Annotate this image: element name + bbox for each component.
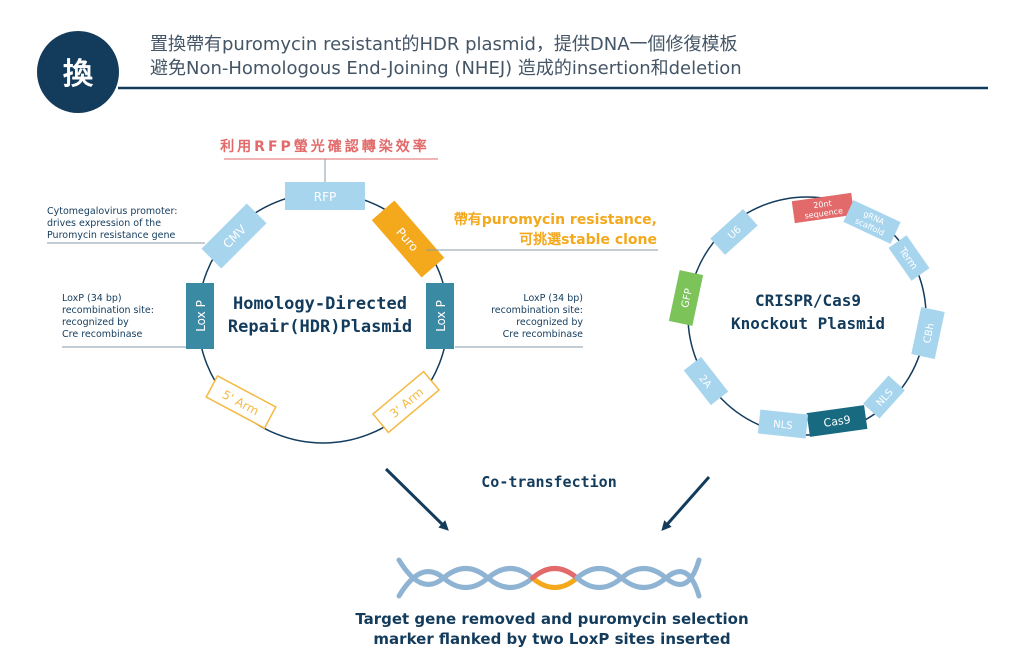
hdr-segment-5arm: 5' Arm	[205, 374, 277, 430]
loxp-right-note-line3: recognized by	[516, 317, 583, 328]
hdr-title-line2: Repair(HDR)Plasmid	[228, 317, 412, 337]
hdr-segment-loxp-right: Lox P	[426, 283, 454, 349]
crispr-segment-cas9: Cas9	[806, 405, 868, 437]
crispr-title-line1: CRISPR/Cas9	[755, 291, 861, 310]
result-line2: marker flanked by two LoxP sites inserte…	[373, 630, 730, 648]
rfp-label: RFP	[314, 190, 336, 204]
loxp-left-note-line2: recombination site:	[62, 305, 154, 316]
crispr-title-line2: Knockout Plasmid	[731, 314, 885, 333]
crispr-segment-grna: gRNA scaffold	[843, 200, 901, 244]
header: 換 置換帶有puromycin resistant的HDR plasmid，提供…	[37, 31, 988, 113]
cmv-note-line3: Puromycin resistance gene	[47, 230, 176, 241]
seq-label-line1: 20nt	[813, 199, 832, 210]
crispr-segment-nls-right: NLS	[863, 375, 905, 419]
cotransfection-label: Co-transfection	[481, 473, 616, 491]
header-badge-char: 換	[63, 57, 94, 92]
cbh-label: CBh	[922, 322, 937, 344]
crispr-segment-2a: 2A	[683, 356, 729, 406]
result-line1: Target gene removed and puromycin select…	[355, 610, 748, 628]
crispr-segment-gfp: GFP	[668, 270, 704, 326]
loxp-left-note-line1: LoxP (34 bp)	[62, 293, 122, 304]
dna-helix	[396, 557, 702, 599]
hdr-segment-rfp: RFP	[285, 182, 365, 210]
loxp-left-note-line3: recognized by	[62, 317, 129, 328]
hdr-title-line1: Homology-Directed	[233, 294, 407, 314]
arrow-left	[384, 467, 449, 531]
loxp-left-note-line4: Cre recombinase	[62, 329, 142, 340]
loxp-right-note-line2: recombination site:	[491, 305, 583, 316]
header-badge	[37, 31, 119, 113]
crispr-segment-20nt: 20nt sequence	[791, 192, 855, 224]
header-line2: 避免Non-Homologous End-Joining (NHEJ) 造成的i…	[150, 58, 742, 79]
hdr-segment-3arm: 3' Arm	[371, 370, 441, 434]
rfp-note: 利用RFP螢光確認轉染效率	[220, 138, 430, 155]
hdr-plasmid: RFP CMV Puro Lox P Lox P 5' Arm	[47, 138, 658, 444]
cas9-label: Cas9	[823, 413, 852, 430]
puro-note-line2: 可挑選stable clone	[519, 231, 657, 248]
loxp-right-label: Lox P	[434, 300, 448, 332]
gfp-label: GFP	[680, 288, 695, 309]
puro-note-line1: 帶有puromycin resistance,	[454, 211, 657, 228]
hdr-segment-cmv: CMV	[201, 203, 267, 269]
loxp-right-note-line1: LoxP (34 bp)	[523, 293, 583, 304]
crispr-segment-cbh: CBh	[911, 307, 945, 359]
crispr-plasmid: 20nt sequence gRNA scaffold Term CBh NLS…	[668, 192, 945, 439]
cmv-note-line2: drives expression of the	[47, 218, 161, 229]
crispr-segment-nls-bottom: NLS	[757, 409, 809, 439]
cmv-note-line1: Cytomegalovirus promoter:	[47, 206, 177, 217]
header-line1: 置換帶有puromycin resistant的HDR plasmid，提供DN…	[150, 34, 738, 55]
loxp-right-note-line4: Cre recombinase	[503, 329, 583, 340]
loxp-left-label: Lox P	[194, 300, 208, 332]
hdr-segment-loxp-left: Lox P	[186, 283, 214, 349]
crispr-segment-term: Term	[888, 235, 930, 281]
crispr-segment-u6: U6	[710, 209, 758, 255]
nls-bottom-label: NLS	[773, 419, 793, 432]
arrow-right	[661, 476, 711, 531]
cotransfection: Co-transfection	[384, 467, 711, 531]
hdr-segment-puro: Puro	[371, 200, 445, 278]
